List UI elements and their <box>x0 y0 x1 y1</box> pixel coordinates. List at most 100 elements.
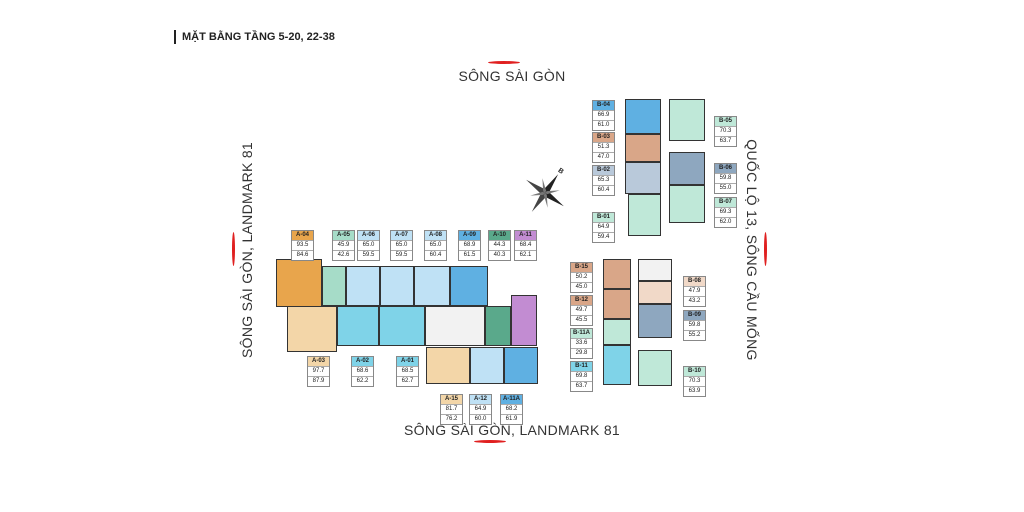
unit-code: B-05 <box>715 117 736 126</box>
unit-area-gross: 50.2 <box>571 272 592 282</box>
direction-top-marker <box>488 61 520 64</box>
direction-left-label: SÔNG SÀI GÒN, LANDMARK 81 <box>239 142 255 358</box>
unit-b-11[interactable] <box>603 345 631 385</box>
unit-area-gross: 70.3 <box>684 376 705 386</box>
unit-area-net: 62.2 <box>352 376 373 386</box>
unit-area-net: 40.3 <box>489 250 510 260</box>
unit-area-gross: 68.4 <box>515 240 536 250</box>
unit-area-gross: 65.0 <box>358 240 379 250</box>
unit-b-06[interactable] <box>669 152 705 185</box>
unit-code: B-02 <box>593 166 614 175</box>
unit-a-06[interactable] <box>346 266 380 306</box>
unit-area-net: 45.5 <box>571 315 592 325</box>
unit-a-09[interactable] <box>450 266 488 306</box>
unit-a-15[interactable] <box>426 347 470 384</box>
unit-area-net: 63.7 <box>715 136 736 146</box>
unit-code: A-07 <box>391 231 412 240</box>
unit-code: B-09 <box>684 311 705 320</box>
unit-area-gross: 97.7 <box>308 366 329 376</box>
unit-area-net: 76.2 <box>441 414 462 424</box>
unit-b-03[interactable] <box>625 134 661 162</box>
unit-a-07[interactable] <box>380 266 414 306</box>
unit-b-01[interactable] <box>628 194 661 236</box>
unit-b-05[interactable] <box>669 99 705 141</box>
unit-code: A-01 <box>397 357 418 366</box>
unit-area-gross: 68.5 <box>397 366 418 376</box>
direction-bottom-label: SÔNG SÀI GÒN, LANDMARK 81 <box>404 422 620 438</box>
unit-b-02[interactable] <box>625 162 661 194</box>
unit-area-gross: 68.6 <box>352 366 373 376</box>
unit-code: A-06 <box>358 231 379 240</box>
unit-area-net: 84.6 <box>292 250 313 260</box>
unit-b-04[interactable] <box>625 99 661 134</box>
unit-a-08[interactable] <box>414 266 450 306</box>
unit-a-12[interactable] <box>470 347 504 384</box>
unit-area-gross: 68.2 <box>501 404 522 414</box>
unit-a-05[interactable] <box>322 266 346 306</box>
core-a <box>425 306 485 346</box>
unit-b-10[interactable] <box>638 350 672 386</box>
unit-area-gross: 65.0 <box>391 240 412 250</box>
unit-code: B-03 <box>593 133 614 142</box>
unit-code: B-01 <box>593 213 614 222</box>
unit-b-15[interactable] <box>603 259 631 289</box>
unit-code: B-08 <box>684 277 705 286</box>
unit-area-net: 43.2 <box>684 296 705 306</box>
unit-a-11[interactable] <box>511 295 537 346</box>
unit-a-03[interactable] <box>287 306 337 352</box>
unit-area-net: 62.7 <box>397 376 418 386</box>
unit-a-11a[interactable] <box>504 347 538 384</box>
unit-area-gross: 69.3 <box>715 207 736 217</box>
unit-area-gross: 93.5 <box>292 240 313 250</box>
unit-b-07[interactable] <box>669 185 705 223</box>
unit-code: A-11 <box>515 231 536 240</box>
unit-a-04[interactable] <box>276 259 322 307</box>
page-title: MẶT BẰNG TẦNG 5-20, 22-38 <box>174 30 335 44</box>
unit-b-09[interactable] <box>638 304 672 338</box>
unit-area-gross: 65.0 <box>425 240 446 250</box>
direction-left-marker <box>232 232 235 266</box>
unit-area-gross: 65.3 <box>593 175 614 185</box>
unit-area-gross: 59.8 <box>715 173 736 183</box>
unit-code: A-09 <box>459 231 480 240</box>
unit-area-net: 61.5 <box>459 250 480 260</box>
unit-code: A-08 <box>425 231 446 240</box>
unit-area-gross: 81.7 <box>441 404 462 414</box>
unit-b-08[interactable] <box>638 281 672 304</box>
unit-area-net: 60.4 <box>425 250 446 260</box>
unit-b-12[interactable] <box>603 289 631 319</box>
unit-code: A-05 <box>333 231 354 240</box>
unit-area-net: 55.2 <box>684 330 705 340</box>
unit-area-gross: 68.9 <box>459 240 480 250</box>
unit-area-gross: 64.9 <box>470 404 491 414</box>
unit-code: A-10 <box>489 231 510 240</box>
direction-right-marker <box>764 232 767 266</box>
unit-a-01[interactable] <box>379 306 425 346</box>
unit-a-10[interactable] <box>485 306 511 346</box>
unit-area-gross: 59.8 <box>684 320 705 330</box>
unit-a-02[interactable] <box>337 306 379 346</box>
unit-area-gross: 66.9 <box>593 110 614 120</box>
unit-code: A-15 <box>441 395 462 404</box>
unit-area-gross: 33.6 <box>571 338 592 348</box>
direction-top-label: SÔNG SÀI GÒN <box>458 68 566 84</box>
unit-b-11a[interactable] <box>603 319 631 345</box>
unit-area-gross: 47.9 <box>684 286 705 296</box>
